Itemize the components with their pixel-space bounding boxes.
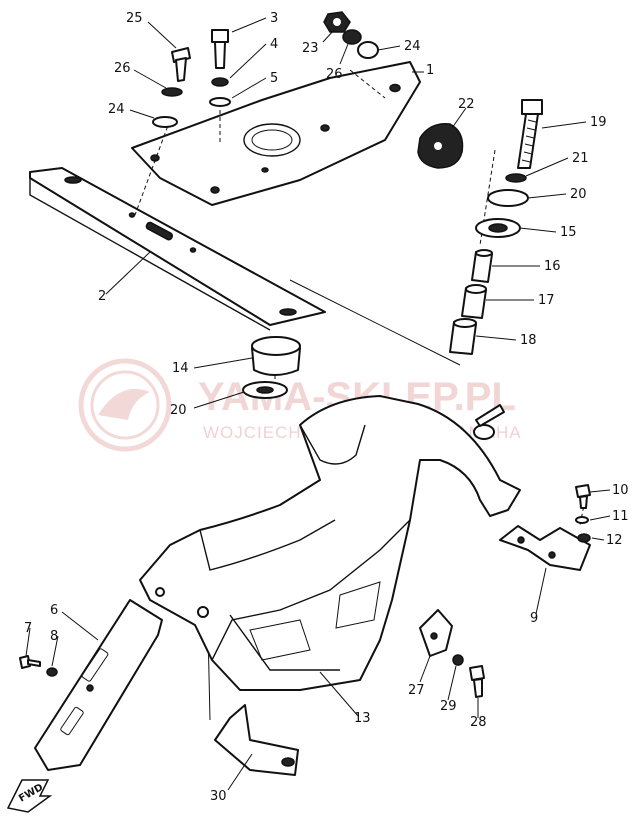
part-26-washer-upper: [342, 29, 362, 45]
part-30-clamp: [214, 704, 299, 776]
callout-23: 23: [302, 41, 319, 56]
callout-22: 22: [458, 97, 475, 112]
callout-28: 28: [470, 715, 487, 730]
part-20-washer: [487, 189, 529, 207]
watermark-logo-icon: [78, 358, 172, 452]
callout-9: 9: [530, 611, 538, 626]
part-13-guard: [139, 395, 521, 691]
callout-26-upper: 26: [326, 67, 343, 82]
part-22-rubber-mount: [417, 123, 464, 169]
callout-2: 2: [98, 289, 106, 304]
callout-15: 15: [560, 225, 577, 240]
part-5-washer: [209, 97, 231, 107]
leader-lines: [25, 17, 611, 791]
fwd-arrow-icon: FWD: [6, 779, 53, 813]
callout-17: 17: [538, 293, 555, 308]
part-25-bolt: [171, 47, 191, 82]
callout-18: 18: [520, 333, 537, 348]
part-3-bolt: [211, 29, 229, 69]
callout-6: 6: [50, 603, 58, 618]
callout-10: 10: [612, 483, 629, 498]
part-6-bracket-plate: [34, 599, 163, 771]
part-15-grommet: [475, 218, 521, 238]
callout-8: 8: [50, 629, 58, 644]
callout-14: 14: [172, 361, 189, 376]
callout-16: 16: [544, 259, 561, 274]
callout-12: 12: [606, 533, 623, 548]
part-26-washer: [161, 87, 183, 97]
part-11-washer: [575, 516, 589, 524]
part-24-washer: [152, 116, 178, 128]
part-18-collar: [449, 318, 477, 355]
part-2-long-bracket: [29, 167, 326, 331]
callout-27: 27: [408, 683, 425, 698]
part-20-washer-lower: [242, 381, 288, 399]
callout-20-lower: 20: [170, 403, 187, 418]
callout-1: 1: [426, 63, 434, 78]
part-9-bracket: [499, 525, 591, 571]
part-23-nut: [323, 11, 351, 33]
callout-26: 26: [114, 61, 131, 76]
part-17-collar: [461, 284, 487, 319]
callout-3: 3: [270, 11, 278, 26]
part-10-bolt: [575, 484, 591, 509]
callout-13: 13: [354, 711, 371, 726]
callout-4: 4: [270, 37, 278, 52]
callout-7: 7: [24, 621, 32, 636]
callout-labels: 25 26 24 3 4 5 23 26 24 1 22 19 21 20 15…: [24, 11, 629, 804]
part-28-bolt: [469, 665, 485, 698]
part-27-clip: [419, 609, 453, 657]
part-4-washer: [211, 77, 229, 87]
callout-21: 21: [572, 151, 589, 166]
part-8-washer: [46, 667, 58, 677]
callout-5: 5: [270, 71, 278, 86]
callout-24-upper: 24: [404, 39, 421, 54]
callout-11: 11: [612, 509, 629, 524]
part-7-screw: [19, 655, 41, 669]
callout-29: 29: [440, 699, 457, 714]
part-19-long-bolt: [517, 99, 543, 169]
part-21-washer: [505, 173, 527, 183]
part-24-washer-upper: [357, 41, 379, 59]
part-14-rubber-damper: [251, 336, 301, 376]
callout-19: 19: [590, 115, 607, 130]
part-16-collar: [471, 249, 493, 283]
callout-25: 25: [126, 11, 143, 26]
callout-30: 30: [210, 789, 227, 804]
callout-24: 24: [108, 102, 125, 117]
part-12-nut: [577, 533, 591, 543]
part-29-washer: [452, 654, 464, 666]
callout-20: 20: [570, 187, 587, 202]
